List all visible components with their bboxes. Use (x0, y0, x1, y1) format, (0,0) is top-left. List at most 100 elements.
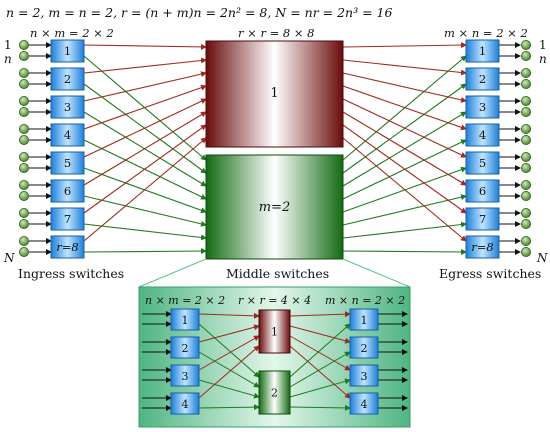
link-middle-1-to-egress-2 (342, 59, 467, 76)
inset-egress-switch-2 (349, 336, 379, 359)
input-label-n: n (4, 52, 12, 66)
egress-switch-label: 3 (479, 100, 486, 114)
inset-link-red (289, 335, 351, 371)
inset-egress-switch-4 (349, 392, 379, 415)
ingress-switch-7 (50, 207, 85, 231)
input-terminal (18, 40, 29, 51)
output-terminal (521, 162, 532, 173)
output-terminal (521, 40, 532, 51)
inset-link-red (198, 312, 260, 319)
output-terminal (521, 190, 532, 201)
link-ingress-7-to-middle-2 (83, 223, 207, 241)
egress-switch-1 (465, 39, 500, 63)
middle-caption: Middle switches (226, 266, 329, 281)
output-terminal (521, 207, 532, 218)
inset-egress-switch-label: 2 (361, 342, 368, 355)
egress-switch-label: 1 (479, 44, 486, 58)
egress-caption: Egress switches (439, 266, 541, 281)
inset-middle-switch-2 (258, 370, 291, 415)
egress-switch-7 (465, 207, 500, 231)
output-terminal (521, 96, 532, 107)
header-formula: n = 2, m = n = 2, r = (n + m)n = 2n² = 8… (6, 5, 392, 20)
input-terminal (18, 235, 29, 246)
inset-link-green (289, 323, 351, 378)
ingress-switch-label: r=8 (56, 240, 78, 254)
egress-switch-label: 5 (479, 156, 486, 170)
ingress-switch-5 (50, 151, 85, 175)
link-ingress-8-to-middle-2 (83, 248, 207, 255)
inset-link-green (198, 379, 260, 399)
inset-ingress-switch-label: 1 (182, 314, 189, 327)
ingress-switch-label: 1 (64, 44, 71, 58)
output-label-1: 1 (539, 38, 547, 52)
input-terminal (18, 190, 29, 201)
inset-ingress-switch-3 (170, 364, 200, 387)
middle-switch-2 (205, 154, 344, 260)
inset-egress-switch-1 (349, 308, 379, 331)
inset-middle-label: r × r = 4 × 4 (238, 294, 311, 307)
ingress-switch-label: 2 (64, 72, 71, 86)
input-terminal (18, 179, 29, 190)
egress-switch-label: r=8 (471, 240, 493, 254)
output-terminal (521, 79, 532, 90)
middle-dimension-label: r × r = 8 × 8 (238, 26, 314, 40)
link-ingress-2-to-middle-1 (83, 57, 207, 74)
inset-link-red (289, 345, 351, 399)
inset-ingress-switch-label: 4 (182, 398, 189, 411)
output-terminal (521, 218, 532, 229)
link-ingress-5-to-middle-1 (83, 98, 207, 158)
output-terminal (521, 124, 532, 135)
egress-switch-3 (465, 95, 500, 119)
input-label-N: N (3, 251, 15, 265)
ingress-switch-2 (50, 67, 85, 91)
output-terminal (521, 179, 532, 190)
link-middle-2-to-egress-8 (342, 248, 467, 255)
egress-switch-label: 7 (479, 212, 486, 226)
inset-link-green (198, 351, 260, 388)
ingress-switch-6 (50, 179, 85, 203)
middle-switch-1-label: 1 (270, 86, 278, 101)
inset-io-lines (142, 311, 408, 411)
egress-switch-8 (465, 235, 500, 259)
egress-switch-2 (465, 67, 500, 91)
inset-link-red (198, 324, 260, 343)
inset-link-red (289, 311, 351, 318)
input-terminal (18, 134, 29, 145)
link-ingress-6-to-middle-2 (83, 195, 207, 227)
middle-switch-1 (205, 40, 344, 148)
inset-links (198, 311, 351, 411)
egress-switch-4 (465, 123, 500, 147)
input-terminal (18, 107, 29, 118)
input-terminal (18, 68, 29, 79)
inset-egress-switch-label: 4 (361, 398, 368, 411)
link-middle-2-to-egress-7 (342, 221, 467, 239)
ingress-caption: Ingress switches (18, 266, 124, 281)
inset-egress-switch-label: 1 (361, 314, 368, 327)
link-ingress-4-to-middle-1 (83, 84, 207, 130)
inset-ingress-switch-label: 2 (182, 342, 189, 355)
link-ingress-6-to-middle-1 (83, 111, 207, 186)
ingress-switch-3 (50, 95, 85, 119)
input-terminal (18, 124, 29, 135)
inset-link-green (198, 323, 260, 378)
main-terminals (18, 40, 532, 257)
output-label-N: N (536, 251, 548, 265)
egress-switch-5 (465, 151, 500, 175)
zoom-line-left (138, 258, 207, 288)
ingress-switch-4 (50, 123, 85, 147)
inset-middle-switch-label: 2 (271, 387, 278, 400)
link-middle-1-to-egress-4 (342, 85, 467, 131)
inset-link-red (289, 325, 351, 344)
ingress-switch-8 (50, 235, 85, 259)
link-middle-1-to-egress-3 (342, 72, 467, 103)
input-terminal (18, 51, 29, 62)
egress-switch-label: 6 (479, 184, 486, 198)
egress-switch-6 (465, 179, 500, 203)
inset-ingress-switch-4 (170, 392, 200, 415)
egress-switch-label: 4 (479, 128, 486, 142)
main-io-lines (29, 42, 521, 255)
ingress-switch-label: 5 (64, 156, 71, 170)
link-middle-2-to-egress-6 (342, 194, 467, 226)
